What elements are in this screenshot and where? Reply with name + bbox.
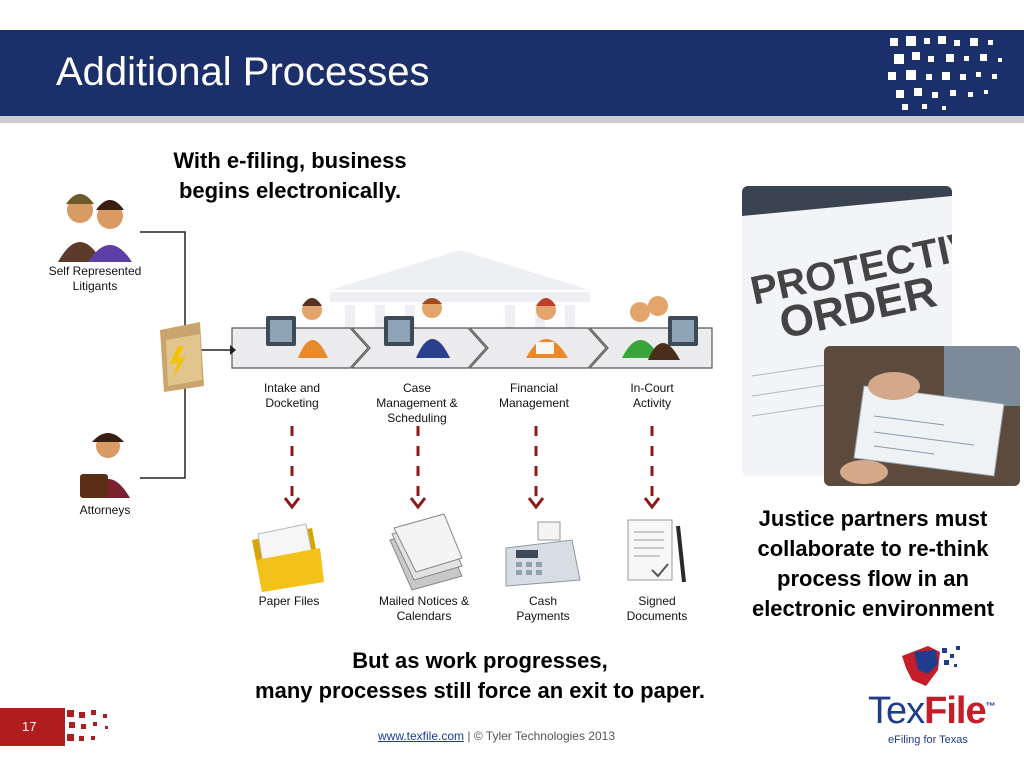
texfile-wordmark: TexFile™: [868, 690, 996, 733]
output-label-cash-payments: Cash Payments: [500, 594, 586, 624]
pixel-pattern-icon: [888, 36, 1002, 110]
headline-right-line: process flow in an: [777, 566, 969, 591]
label-line: Litigants: [72, 279, 118, 293]
output-label-paper-files: Paper Files: [242, 594, 336, 609]
label-line: Case: [402, 381, 431, 395]
brand-tm: ™: [985, 701, 996, 713]
copyright-text: © Tyler Technologies 2013: [473, 729, 616, 743]
label-line: Management: [498, 396, 570, 410]
label-line: Documents: [626, 609, 688, 623]
website-link[interactable]: www.texfile.com: [378, 729, 465, 743]
label-line: Paper Files: [258, 594, 320, 608]
headline-bottom-line: many processes still force an exit to pa…: [255, 678, 705, 703]
label-line: Attorneys: [79, 503, 131, 517]
step-label-in-court: In-Court Activity: [602, 381, 702, 411]
label-line: Financial: [509, 381, 559, 395]
label-line: Signed: [638, 594, 676, 608]
label-line: Management &: [376, 396, 458, 410]
footer-separator: |: [467, 729, 471, 743]
headline-top: With e-filing, business begins electroni…: [140, 146, 440, 206]
step-label-intake: Intake and Docketing: [242, 381, 342, 411]
judge-computer-icon: [622, 296, 698, 360]
footer-text: www.texfile.com | © Tyler Technologies 2…: [378, 729, 615, 743]
headline-right-line: Justice partners must: [758, 506, 988, 531]
output-label-signed-documents: Signed Documents: [614, 594, 700, 624]
label-line: In-Court: [630, 381, 674, 395]
label-line: Intake and: [263, 381, 321, 395]
signed-document-icon: [627, 519, 686, 583]
page-number: 17: [22, 719, 37, 734]
brand-tex: Tex: [868, 690, 925, 732]
cash-register-icon: [505, 521, 581, 587]
folder-icon: [252, 523, 324, 592]
page-number-block: [0, 708, 65, 746]
output-label-mailed-notices: Mailed Notices & Calendars: [366, 594, 482, 624]
headline-bottom: But as work progresses, many processes s…: [190, 646, 770, 706]
label-line: Docketing: [265, 396, 319, 410]
label-line: Cash: [528, 594, 557, 608]
label-line: Scheduling: [387, 411, 447, 425]
label-line: Calendars: [396, 609, 452, 623]
folder-lightning-icon: [160, 322, 204, 392]
title-bar: [0, 30, 1024, 116]
label-line: Activity: [632, 396, 671, 410]
people-pair-icon: [58, 194, 132, 262]
arrowhead-icon: [230, 345, 236, 355]
clerk-computer-icon: [266, 298, 328, 358]
texas-map-logo-icon: [902, 646, 960, 686]
headline-top-line: With e-filing, business: [173, 148, 407, 173]
paper-stack-icon: [389, 513, 463, 591]
accountant-icon: [526, 298, 568, 358]
step-label-case-management: Case Management & Scheduling: [362, 381, 472, 426]
brand-file: File: [924, 690, 986, 732]
title-bar-accent-line: [0, 121, 1024, 123]
label-line: Mailed Notices &: [378, 594, 470, 608]
source-label-attorneys: Attorneys: [60, 503, 150, 518]
label-line: Self Represented: [48, 264, 142, 278]
footer-pixel-pattern-icon: [67, 710, 108, 741]
exit-to-paper-arrows: [290, 426, 654, 496]
check-handoff-photo: [824, 346, 1020, 486]
chevron-step-1: [231, 327, 369, 369]
attorney-briefcase-icon: [80, 433, 130, 498]
source-label-litigants: Self Represented Litigants: [40, 264, 150, 294]
brand-tagline: eFiling for Texas: [888, 734, 968, 746]
title-bar-divider: [0, 116, 1024, 121]
slide-title: Additional Processes: [56, 50, 430, 94]
headline-top-line: begins electronically.: [178, 178, 402, 203]
protective-order-photo: PROTECTIVE ORDER: [742, 186, 952, 476]
headline-right-line: collaborate to re-think: [757, 536, 989, 561]
chevron-step-2: [350, 327, 487, 369]
headline-right-line: electronic environment: [751, 596, 995, 621]
headline-bottom-line: But as work progresses,: [352, 648, 608, 673]
headline-right: Justice partners must collaborate to re-…: [728, 504, 1018, 624]
down-arrow-icon: [283, 497, 661, 510]
check-handoff-image: [824, 346, 1020, 486]
step-label-financial: Financial Management: [484, 381, 584, 411]
process-diagram: [58, 194, 713, 592]
label-line: Payments: [516, 609, 570, 623]
manager-computer-icon: [384, 298, 450, 358]
